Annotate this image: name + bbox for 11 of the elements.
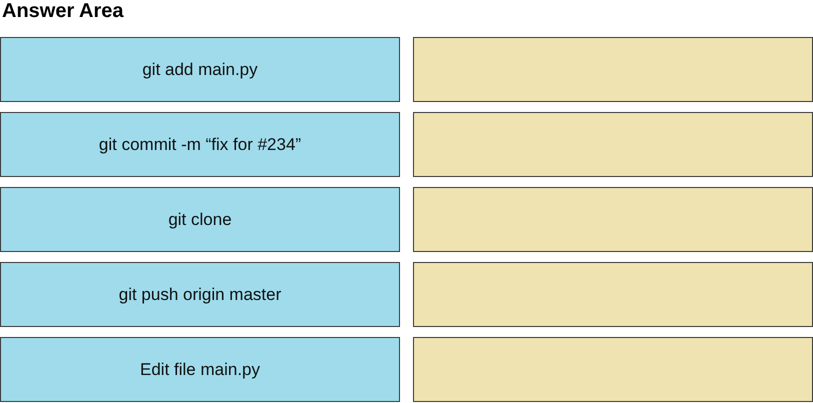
answer-slot (413, 37, 813, 102)
answer-slot (413, 112, 813, 177)
command-card: git commit -m “fix for #234” (0, 112, 400, 177)
heading: Answer Area (2, 0, 124, 23)
answer-slot (413, 187, 813, 252)
answer-slot (413, 262, 813, 327)
command-card: git add main.py (0, 37, 400, 102)
command-card: git clone (0, 187, 400, 252)
command-card: git push origin master (0, 262, 400, 327)
command-card: Edit file main.py (0, 337, 400, 402)
answer-slot (413, 337, 813, 402)
